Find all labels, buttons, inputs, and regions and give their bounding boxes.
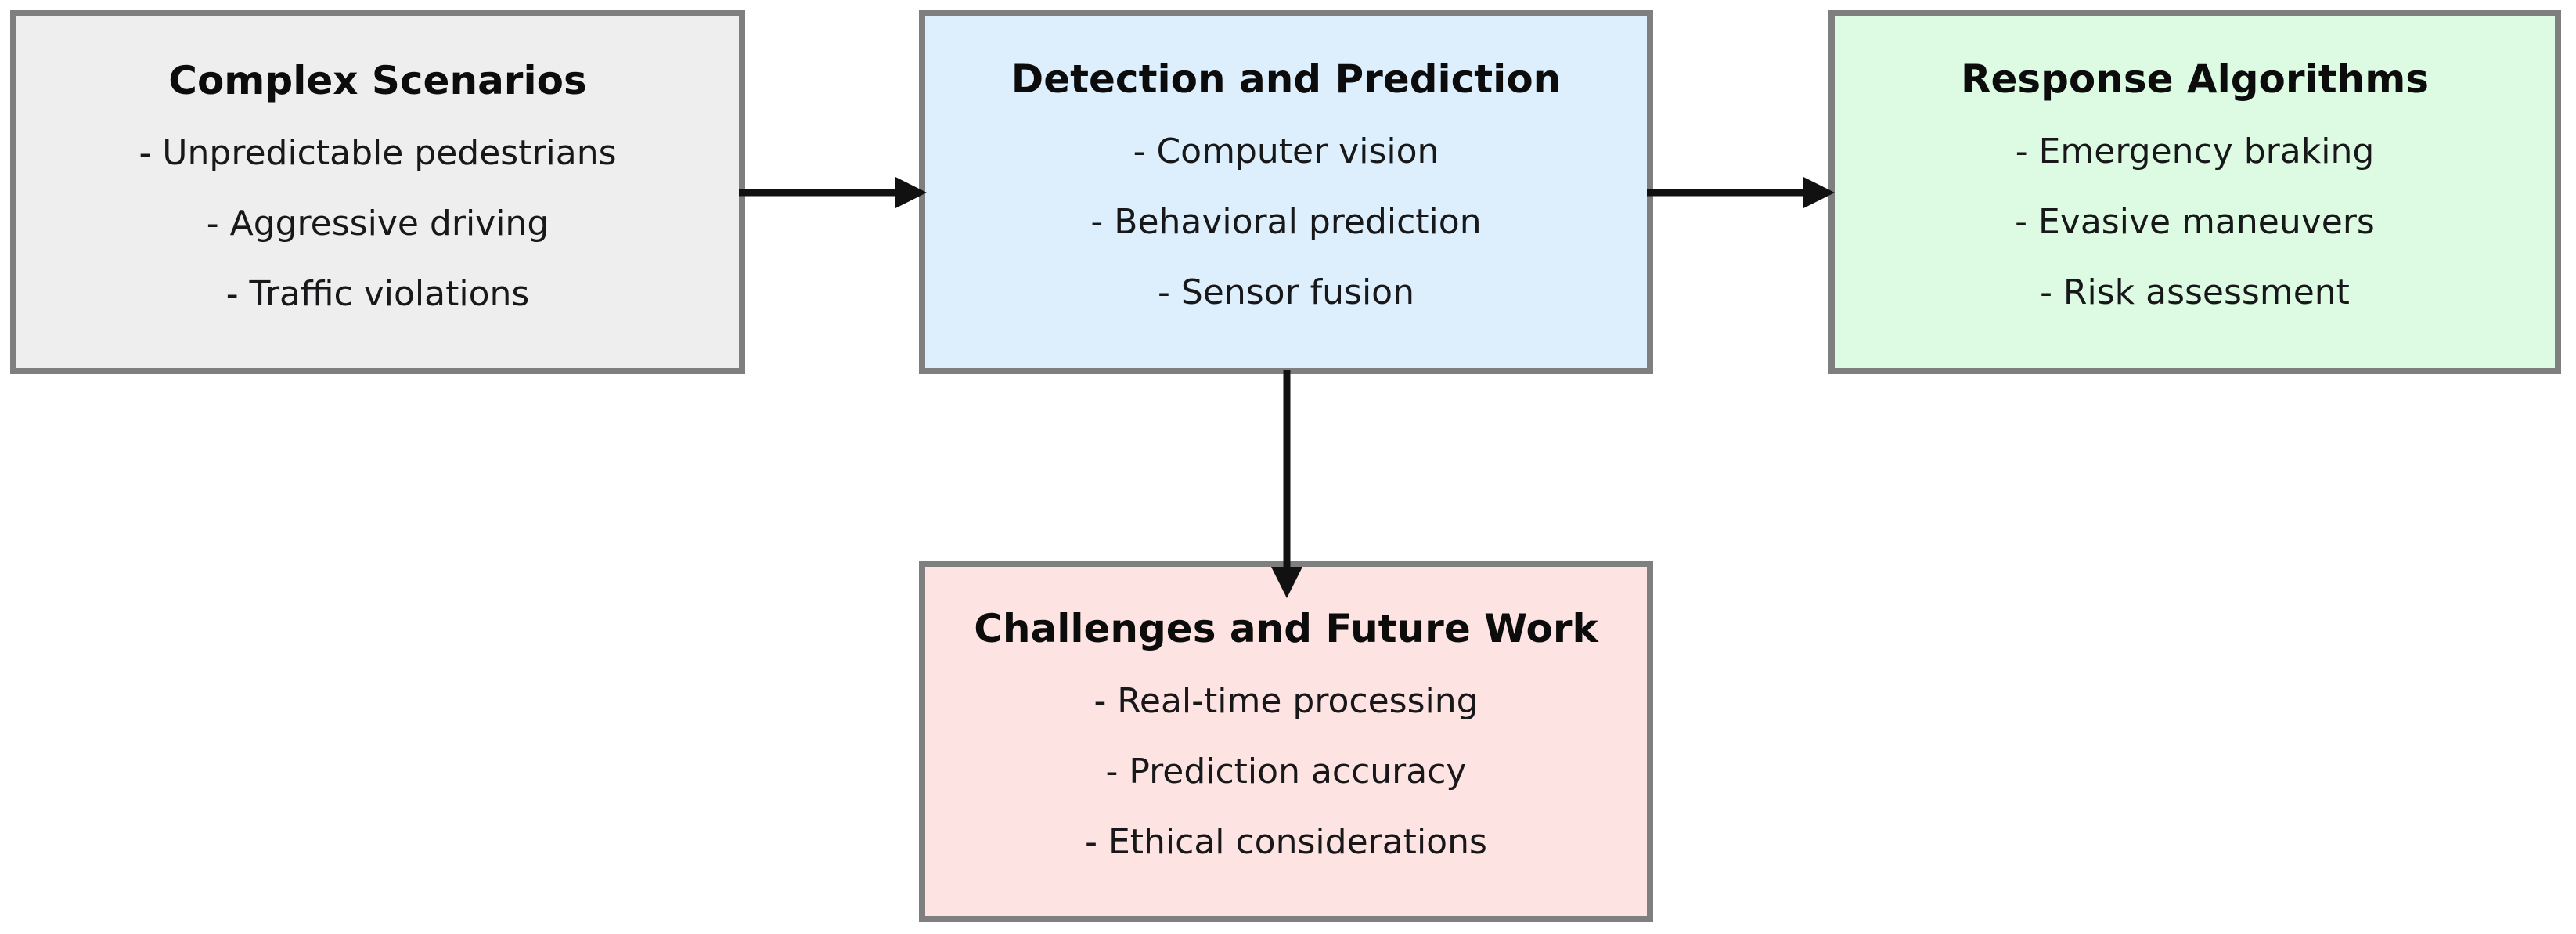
node-title: Challenges and Future Work	[974, 606, 1598, 651]
node-list-item: - Prediction accuracy	[1105, 752, 1467, 792]
arrow-right-icon	[739, 177, 927, 208]
edge-detection-and-prediction-to-response-algorithms	[1647, 174, 1838, 211]
node-list-item: - Traffic violations	[225, 274, 530, 314]
node-title: Detection and Prediction	[1011, 56, 1562, 102]
node-list-item: - Evasive maneuvers	[2015, 202, 2375, 242]
node-list-item: - Sensor fusion	[1157, 272, 1414, 312]
node-list-item: - Computer vision	[1133, 132, 1439, 171]
arrow-down-icon	[1271, 370, 1302, 598]
node-list-item: - Emergency braking	[2015, 132, 2375, 171]
node-title: Complex Scenarios	[168, 58, 587, 103]
node-list-item: - Behavioral prediction	[1090, 202, 1482, 242]
node-list-item: - Ethical considerations	[1085, 822, 1487, 862]
node-complex-scenarios[interactable]: Complex Scenarios - Unpredictable pedest…	[10, 10, 745, 374]
node-list-item: - Unpredictable pedestrians	[139, 133, 617, 173]
node-list-item: - Aggressive driving	[206, 204, 549, 243]
edge-complex-scenarios-to-detection-and-prediction	[739, 174, 930, 211]
node-item-list: - Computer vision - Behavioral predictio…	[925, 135, 1647, 346]
edge-detection-and-prediction-to-challenges-and-future-work	[1268, 370, 1306, 601]
node-list-item: - Risk assessment	[2040, 272, 2350, 312]
node-response-algorithms[interactable]: Response Algorithms - Emergency braking …	[1828, 10, 2561, 374]
arrow-right-icon	[1647, 177, 1835, 208]
node-item-list: - Unpredictable pedestrians - Aggressive…	[16, 136, 739, 348]
node-item-list: - Real-time processing - Prediction accu…	[925, 684, 1647, 896]
node-item-list: - Emergency braking - Evasive maneuvers …	[1835, 135, 2555, 346]
node-challenges-and-future-work[interactable]: Challenges and Future Work - Real-time p…	[919, 561, 1653, 922]
node-list-item: - Real-time processing	[1093, 681, 1479, 721]
node-title: Response Algorithms	[1960, 56, 2430, 102]
node-detection-and-prediction[interactable]: Detection and Prediction - Computer visi…	[919, 10, 1653, 374]
